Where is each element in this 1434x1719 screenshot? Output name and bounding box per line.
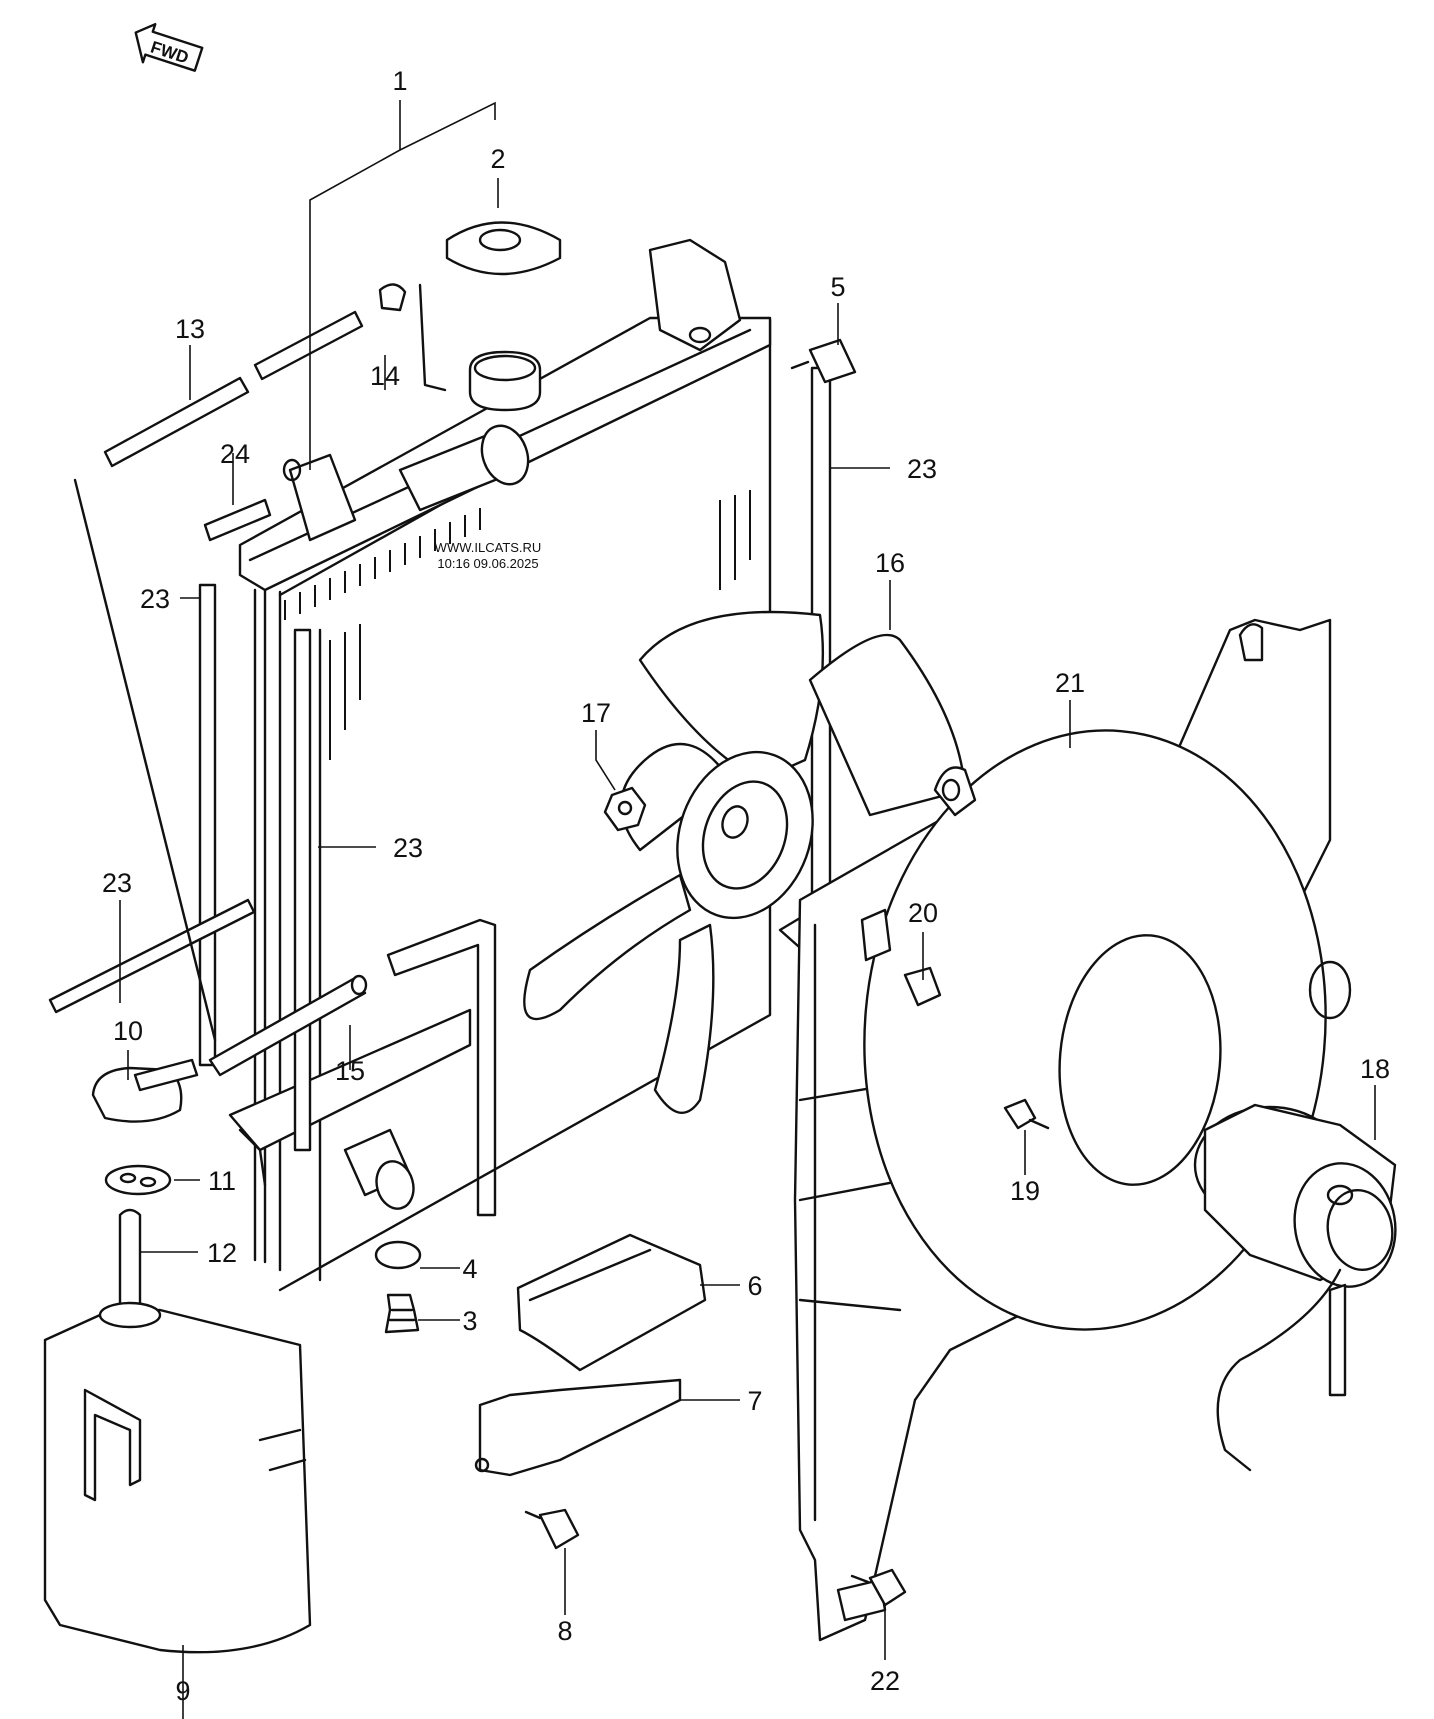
callout-12: 12: [207, 1238, 237, 1268]
callout-21: 21: [1055, 668, 1085, 698]
callout-9: 9: [175, 1676, 190, 1706]
radiator-bolt: [790, 338, 857, 384]
callout-2: 2: [490, 144, 505, 174]
callout-4: 4: [462, 1254, 477, 1284]
radiator-cap: [445, 221, 562, 276]
lower-hose: [208, 976, 367, 1077]
callout-13: 13: [175, 314, 205, 344]
drain-washer: [374, 1240, 422, 1270]
callout-23-center: 23: [393, 833, 423, 863]
wire-clip: [903, 966, 942, 1007]
callout-23-left-bottom: 23: [102, 868, 132, 898]
shroud-bolt: [850, 1568, 907, 1607]
callout-19: 19: [1010, 1176, 1040, 1206]
callout-24: 24: [220, 439, 250, 469]
leader-lines: [119, 100, 1376, 1719]
overflow-hose: [103, 376, 250, 468]
lower-mount-lower: [474, 1378, 682, 1477]
fan-nut: [603, 786, 647, 832]
callout-18: 18: [1360, 1054, 1390, 1084]
callout-16: 16: [875, 548, 905, 578]
reservoir-tank: [43, 1208, 312, 1654]
watermark-timestamp: 10:16 09.06.2025: [437, 556, 538, 571]
callout-23-right: 23: [907, 454, 937, 484]
callout-8: 8: [557, 1616, 572, 1646]
lower-mount-upper: [516, 1233, 707, 1372]
drain-plug: [384, 1293, 420, 1334]
callout-numbers: 1 2 3 4 5 6 7 8 9 10 11 12 13 14 15 16 1…: [102, 66, 1390, 1706]
callout-22: 22: [870, 1666, 900, 1696]
callout-15: 15: [335, 1056, 365, 1086]
reservoir-filter: [104, 1164, 172, 1196]
callout-10: 10: [113, 1016, 143, 1046]
hose-clip: [378, 283, 447, 392]
callout-5: 5: [830, 272, 845, 302]
mount-bolt: [524, 1508, 580, 1550]
fwd-arrow-icon: FWD: [134, 22, 204, 72]
callout-7: 7: [747, 1386, 762, 1416]
callout-11: 11: [208, 1166, 236, 1196]
reservoir-cap: [91, 1058, 199, 1123]
shroud-screw: [1003, 1098, 1050, 1130]
fan-motor: [1193, 1103, 1397, 1472]
callout-14: 14: [370, 361, 400, 391]
watermark-site: WWW.ILCATS.RU: [435, 540, 542, 555]
radiator-fins: [284, 490, 751, 760]
callout-3: 3: [462, 1306, 477, 1336]
callout-1: 1: [392, 66, 407, 96]
callout-17: 17: [581, 698, 611, 728]
callout-20: 20: [908, 898, 938, 928]
callout-23-left-top: 23: [140, 584, 170, 614]
callout-6: 6: [747, 1271, 762, 1301]
